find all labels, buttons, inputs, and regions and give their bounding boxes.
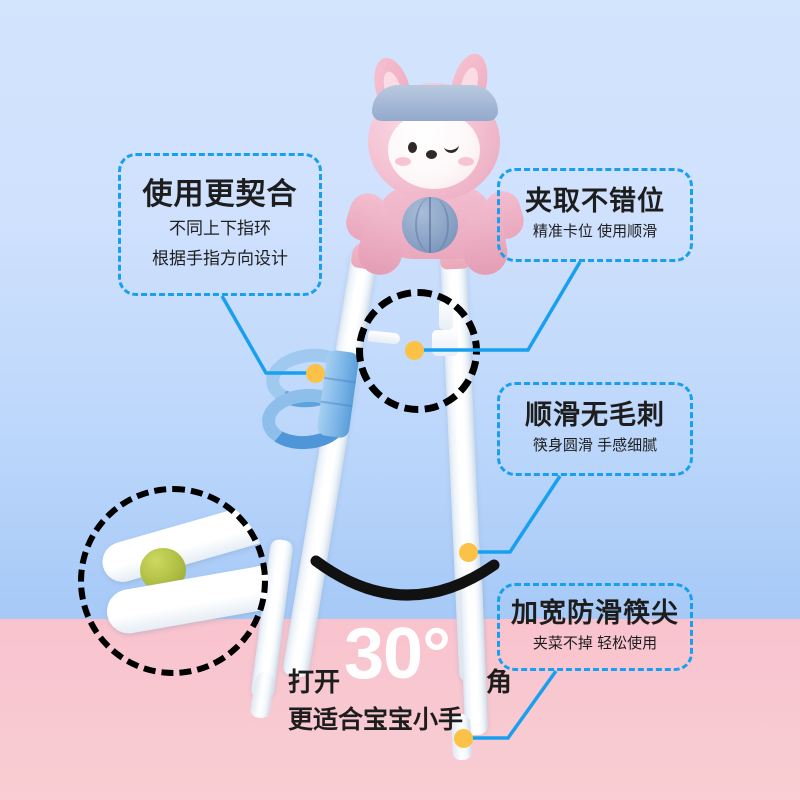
callout-3-subline-1: 筷身圆滑 手感细腻 (532, 437, 658, 455)
angle-prefix: 打开 (288, 667, 341, 697)
callout-2-title: 夹取不错位 (525, 186, 665, 217)
bunny-nose (426, 150, 437, 159)
finger-rings (258, 343, 368, 453)
bunny-headband (372, 85, 498, 121)
callout-2-subline-1: 精准卡位 使用顺滑 (532, 223, 658, 241)
angle-suffix: 角 (486, 667, 513, 697)
callout-box-1[interactable]: 使用更契合 不同上下指环 根据手指方向设计 (118, 153, 322, 296)
bunny-cheek-right (458, 157, 474, 166)
callout-box-4[interactable]: 加宽防滑筷尖 夹菜不掉 轻松使用 (497, 583, 693, 671)
callout-box-2[interactable]: 夹取不错位 精准卡位 使用顺滑 (497, 168, 693, 262)
detail-zoom-circle (78, 486, 268, 676)
callout-box-3[interactable]: 顺滑无毛刺 筷身圆滑 手感细腻 (497, 382, 693, 476)
anchor-dot-finger-rings (306, 364, 325, 383)
bunny-ball (402, 197, 458, 253)
bunny-eye-left (408, 142, 417, 153)
callout-4-title: 加宽防滑筷尖 (511, 598, 679, 629)
opening-angle-note: 30° 打开 角 更适合宝宝小手 (288, 618, 518, 734)
callout-3-title: 顺滑无毛刺 (525, 400, 665, 431)
bunny-mascot (340, 45, 530, 280)
callout-4-subline-1: 夹菜不掉 轻松使用 (532, 635, 658, 653)
callout-1-subline-1: 不同上下指环 (169, 219, 271, 239)
anchor-dot-tip (454, 729, 473, 748)
callout-1-subline-2: 根据手指方向设计 (152, 248, 288, 268)
callout-1-title: 使用更契合 (142, 177, 298, 211)
angle-subtitle: 更适合宝宝小手 (288, 706, 464, 734)
angle-value: 30° (344, 614, 451, 694)
anchor-dot-shaft (459, 543, 478, 562)
bunny-cheek-left (395, 157, 411, 166)
anchor-dot-connector (405, 341, 424, 360)
opening-angle-arc-icon (310, 555, 500, 601)
